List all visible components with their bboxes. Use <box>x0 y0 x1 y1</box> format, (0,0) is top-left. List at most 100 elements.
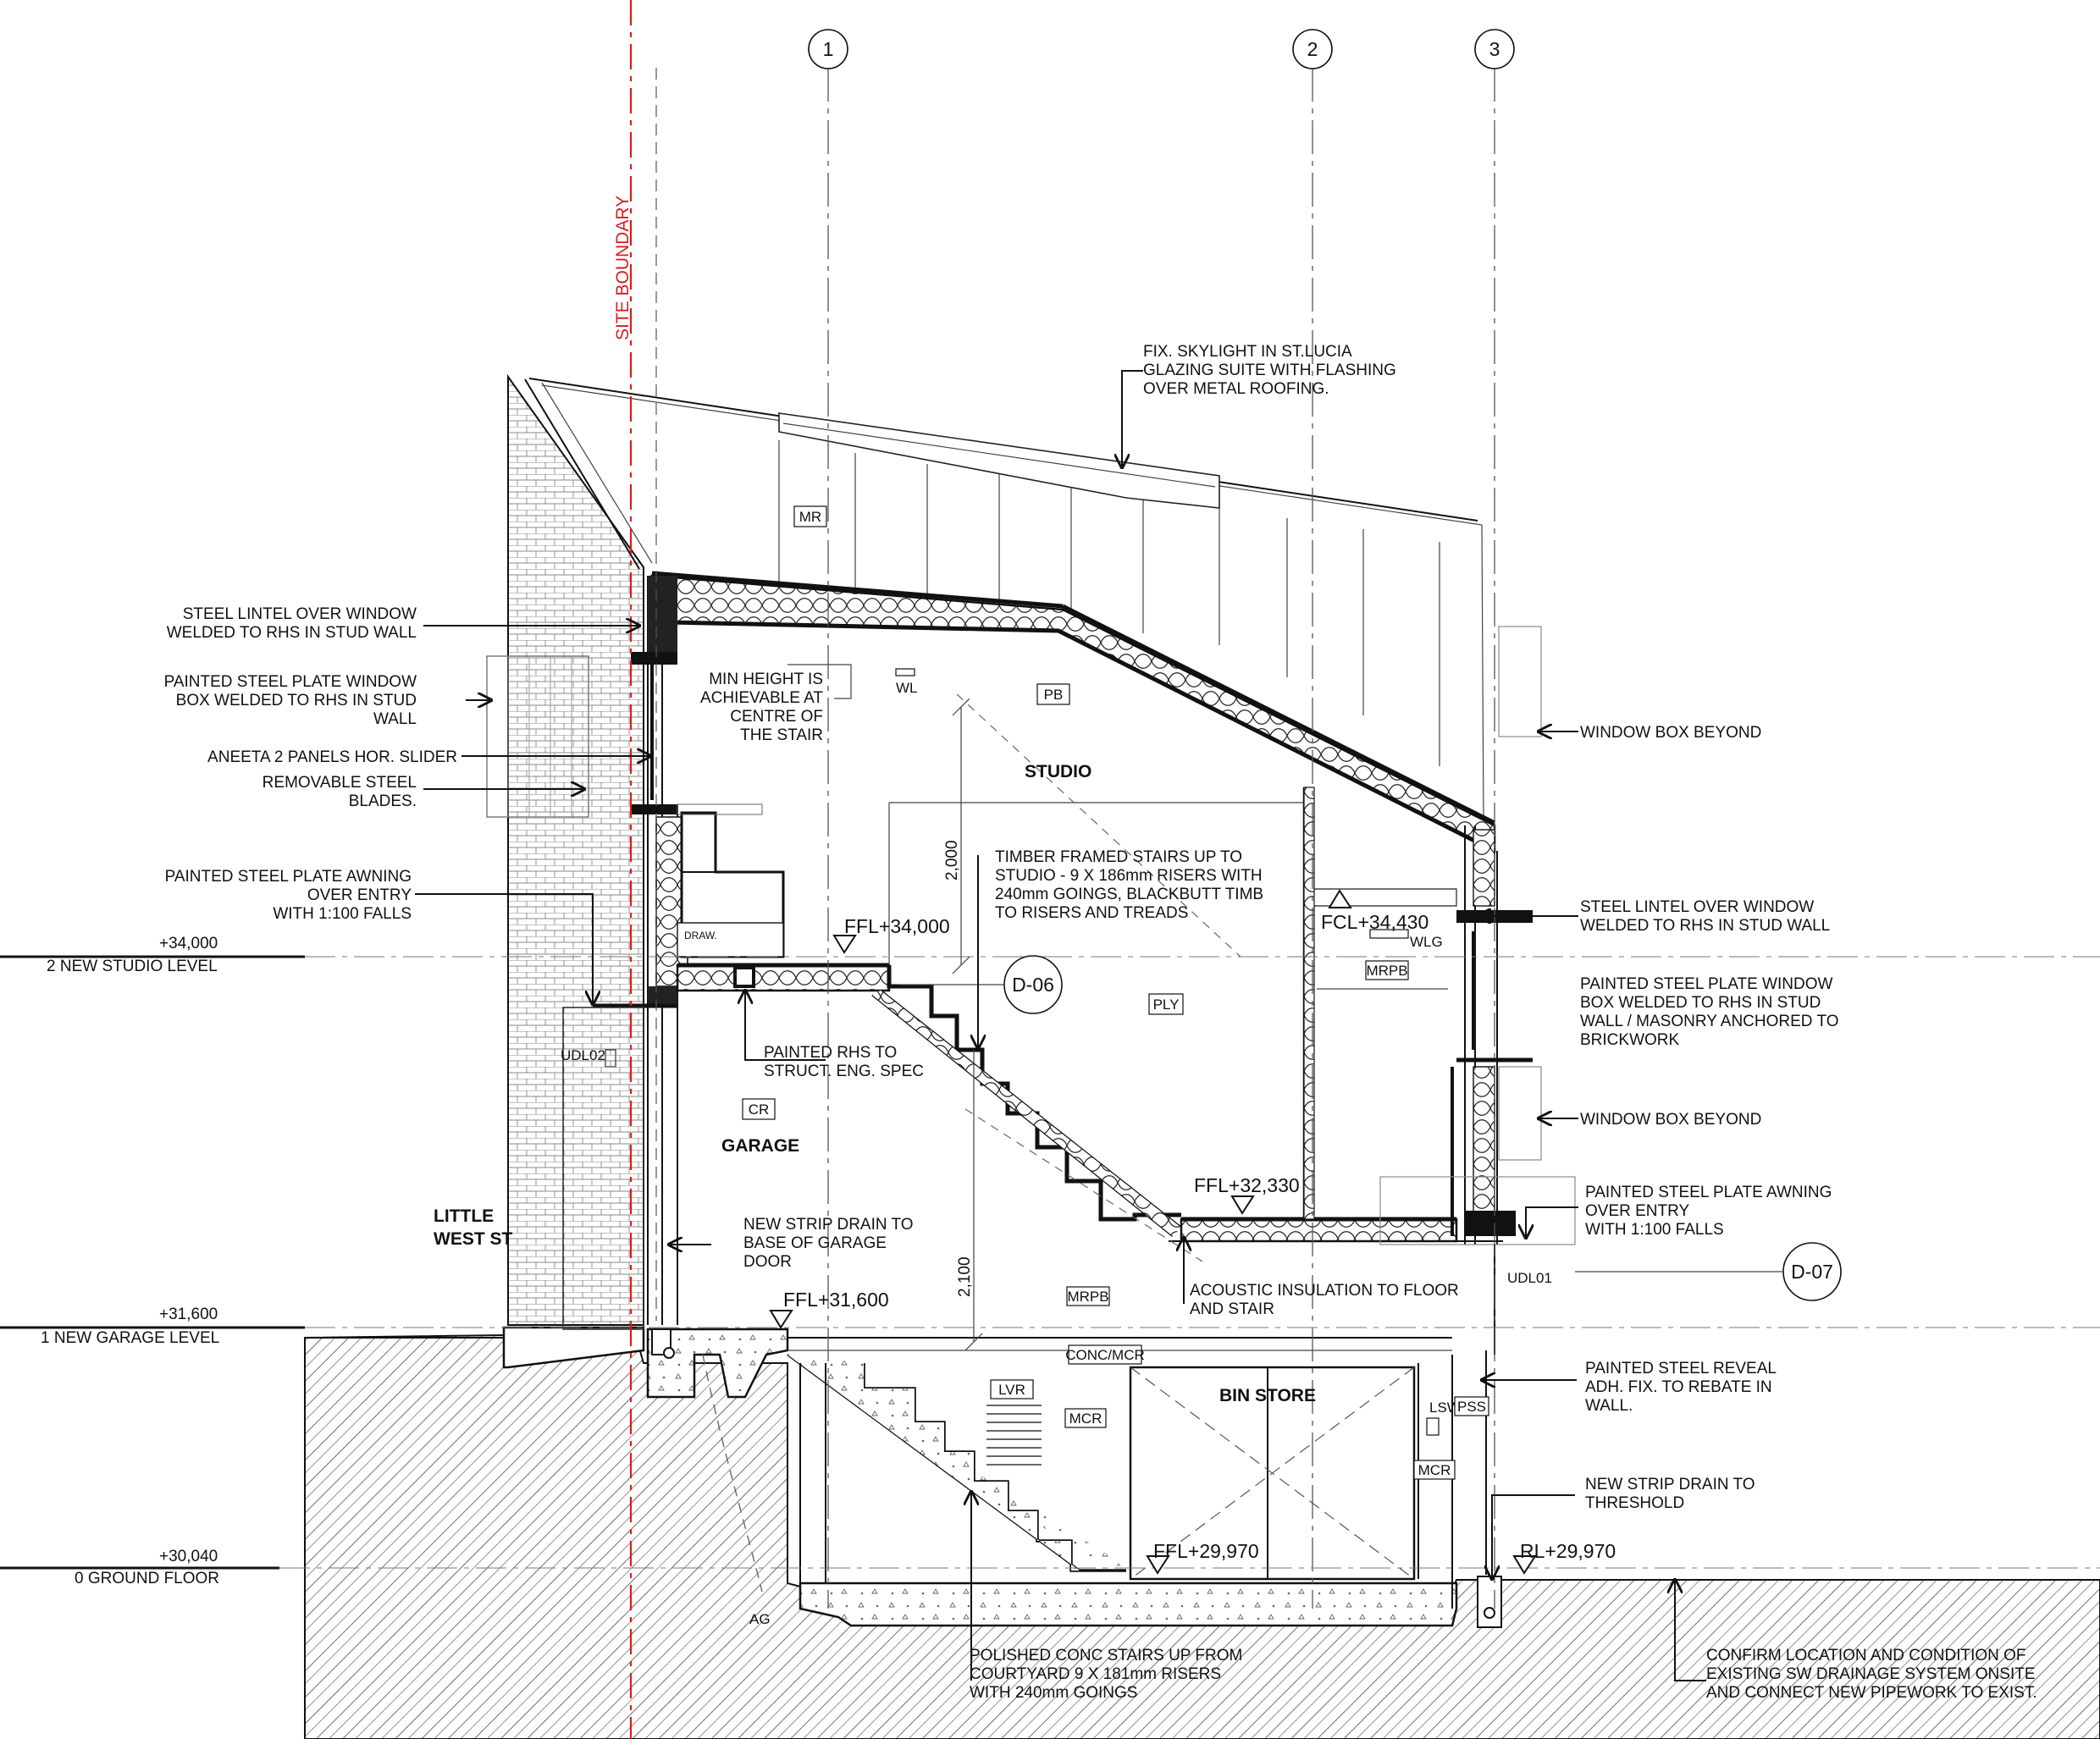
note-min-height-2: ACHIEVABLE AT <box>700 689 823 707</box>
note-window-box-right-2: BOX WELDED TO RHS IN STUD <box>1580 994 1821 1012</box>
grid-label-1: 1 <box>823 38 834 60</box>
level-rl-30040: +30,040 <box>159 1548 218 1565</box>
note-confirm-3: AND CONNECT NEW PIPEWORK TO EXIST. <box>1706 1684 2037 1702</box>
note-window-beyond-2-1: WINDOW BOX BEYOND <box>1580 1111 1761 1129</box>
note-strip-garage-3: DOOR <box>743 1253 792 1271</box>
grid-label-3: 3 <box>1489 38 1500 60</box>
note-awning-left: PAINTED STEEL PLATE AWNING OVER ENTRY WI… <box>165 868 412 923</box>
note-min-height: MIN HEIGHT IS ACHIEVABLE AT CENTRE OF TH… <box>700 671 823 744</box>
tag-conc-mcr: CONC/MCR <box>1065 1347 1145 1363</box>
room-label-studio: STUDIO <box>1025 762 1091 781</box>
tag-mrpb-garage: MRPB <box>1067 1289 1108 1305</box>
note-lintel-right-2: WELDED TO RHS IN STUD WALL <box>1580 917 1830 935</box>
grid-bubble-1: 1 <box>808 29 848 69</box>
garage-door <box>562 1007 644 1330</box>
note-rhs: PAINTED RHS TO STRUCT. ENG. SPEC <box>764 1044 924 1080</box>
level-rl-34000: +34,000 <box>159 935 218 952</box>
note-aneeta: ANEETA 2 PANELS HOR. SLIDER <box>207 748 457 766</box>
spot-rl-29970: RL+29,970 <box>1520 1540 1616 1562</box>
street-label-line-1: LITTLE <box>434 1206 494 1226</box>
dim-text-2100: 2,100 <box>956 1256 974 1297</box>
spot-ffl-32330: FFL+32,330 <box>1194 1174 1300 1196</box>
level-lines <box>0 955 2100 1570</box>
note-reveal-1: PAINTED STEEL REVEAL <box>1585 1360 1777 1377</box>
street-label-line-2: WEST ST <box>434 1229 513 1249</box>
note-window-beyond-1-1: WINDOW BOX BEYOND <box>1580 724 1761 742</box>
note-skylight: FIX. SKYLIGHT IN ST.LUCIA GLAZING SUITE … <box>1143 343 1396 398</box>
gridlines <box>629 0 1495 1739</box>
note-blades: REMOVABLE STEEL BLADES. <box>262 774 417 810</box>
note-min-height-3: CENTRE OF <box>730 708 823 726</box>
note-lintel-right-1: STEEL LINTEL OVER WINDOW <box>1580 898 1814 916</box>
timber-stairs <box>871 965 1182 1237</box>
room-label-bin-store: BIN STORE <box>1219 1386 1316 1405</box>
note-awning-right-1: PAINTED STEEL PLATE AWNING <box>1585 1184 1832 1201</box>
note-strip-drain-threshold: NEW STRIP DRAIN TO THRESHOLD <box>1585 1476 1755 1512</box>
dimension-2000: 2,000 <box>943 698 970 974</box>
grid-bubble-3: 3 <box>1474 29 1515 69</box>
dim-text-2000: 2,000 <box>943 840 961 881</box>
note-timber-stairs-2: STUDIO - 9 X 186mm RISERS WITH <box>995 867 1263 885</box>
note-rhs-2: STRUCT. ENG. SPEC <box>764 1063 924 1080</box>
note-reveal: PAINTED STEEL REVEAL ADH. FIX. TO REBATE… <box>1585 1360 1777 1415</box>
studio-floor <box>676 803 891 992</box>
note-reveal-3: WALL. <box>1585 1397 1633 1415</box>
tag-lsw: LSW <box>1429 1399 1461 1416</box>
spot-ffl-31600: FFL+31,600 <box>783 1289 889 1311</box>
room-label-garage: GARAGE <box>721 1136 799 1156</box>
tag-ag: AG <box>749 1611 771 1627</box>
note-strip-garage-1: NEW STRIP DRAIN TO <box>743 1216 914 1234</box>
note-timber-stairs-1: TIMBER FRAMED STAIRS UP TO <box>995 848 1242 866</box>
note-strip-garage-2: BASE OF GARAGE <box>743 1234 887 1252</box>
note-lintel-right: STEEL LINTEL OVER WINDOW WELDED TO RHS I… <box>1580 898 1830 935</box>
callout-label-d06: D-06 <box>1012 974 1054 996</box>
note-rhs-1: PAINTED RHS TO <box>764 1044 897 1062</box>
note-timber-stairs-3: 240mm GOINGS, BLACKBUTT TIMB <box>995 886 1263 903</box>
level-name-ground: 0 GROUND FLOOR <box>75 1570 219 1587</box>
studio-upper-landing-floor <box>1169 1217 1503 1243</box>
tag-lvr: LVR <box>998 1382 1025 1398</box>
tag-mrpb-studio: MRPB <box>1366 963 1407 979</box>
tag-mr: MR <box>799 509 821 525</box>
note-strip-threshold-2: THRESHOLD <box>1585 1494 1684 1512</box>
note-window-beyond-1: WINDOW BOX BEYOND <box>1580 724 1761 742</box>
level-name-garage: 1 NEW GARAGE LEVEL <box>41 1329 219 1347</box>
note-skylight-3: OVER METAL ROOFING. <box>1143 380 1329 398</box>
note-polished-3: WITH 240mm GOINGS <box>970 1684 1137 1702</box>
note-blades-2: BLADES. <box>349 792 417 810</box>
note-lintel-left-2: WELDED TO RHS IN STUD WALL <box>167 624 417 642</box>
note-window-box-right-3: WALL / MASONRY ANCHORED TO <box>1580 1013 1838 1030</box>
callout-d07[interactable]: D-07 <box>1575 1242 1842 1301</box>
dimension-2100: 2,100 <box>956 1050 983 1351</box>
note-awning-right-2: OVER ENTRY <box>1585 1202 1690 1220</box>
note-window-box-right-1: PAINTED STEEL PLATE WINDOW <box>1580 975 1832 993</box>
note-polished-1: POLISHED CONC STAIRS UP FROM <box>970 1647 1242 1664</box>
note-acoustic: ACOUSTIC INSULATION TO FLOOR AND STAIR <box>1190 1282 1459 1318</box>
tag-pss: PSS <box>1457 1399 1486 1415</box>
note-lintel-left: STEEL LINTEL OVER WINDOW WELDED TO RHS I… <box>167 605 417 642</box>
material-tags: MR PB WL PLY MRPB WLG CR MRPB CONC/MCR L… <box>561 505 1552 1627</box>
tag-mcr-1: MCR <box>1069 1411 1102 1427</box>
note-window-box-right-4: BRICKWORK <box>1580 1031 1680 1049</box>
grid-bubble-2: 2 <box>1292 29 1333 69</box>
note-window-beyond-2: WINDOW BOX BEYOND <box>1580 1111 1761 1129</box>
note-skylight-2: GLAZING SUITE WITH FLASHING <box>1143 362 1396 379</box>
tag-mcr-2: MCR <box>1418 1462 1451 1478</box>
note-timber-stairs-4: TO RISERS AND TREADS <box>995 904 1188 922</box>
louvre <box>986 1405 1042 1466</box>
tag-udl01: UDL01 <box>1507 1270 1552 1286</box>
callout-d06[interactable]: D-06 <box>899 955 1063 1014</box>
tag-draw: DRAW. <box>684 930 717 941</box>
note-strip-drain-garage: NEW STRIP DRAIN TO BASE OF GARAGE DOOR <box>743 1216 914 1271</box>
tag-pb: PB <box>1044 687 1064 703</box>
level-rl-31600: +31,600 <box>159 1306 218 1323</box>
note-polished-2: COURTYARD 9 X 181mm RISERS <box>970 1665 1221 1683</box>
spot-ffl-29970: FFL+29,970 <box>1153 1540 1259 1562</box>
note-window-box-left-3: WALL <box>373 710 417 728</box>
note-polished-stairs: POLISHED CONC STAIRS UP FROM COURTYARD 9… <box>970 1647 1242 1702</box>
note-window-box-right: PAINTED STEEL PLATE WINDOW BOX WELDED TO… <box>1580 975 1838 1049</box>
note-awning-left-3: WITH 1:100 FALLS <box>273 905 412 923</box>
brick-boundary-wall <box>507 373 644 1326</box>
tag-ply: PLY <box>1153 996 1180 1013</box>
